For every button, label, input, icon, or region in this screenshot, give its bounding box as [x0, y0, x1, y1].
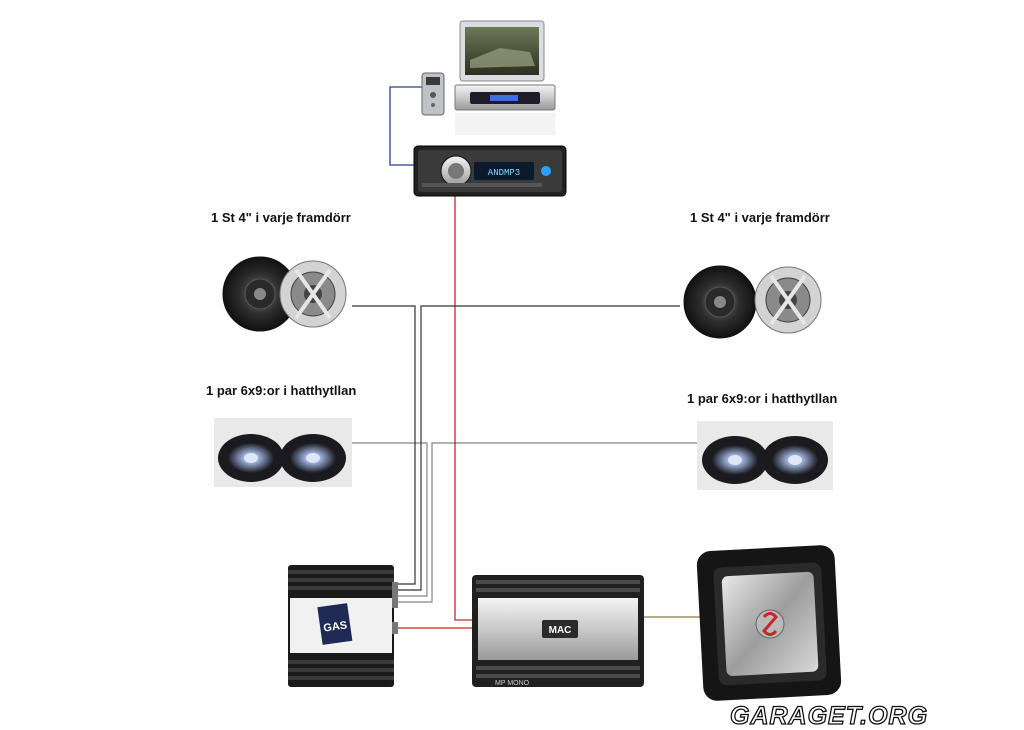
radio-display: ANDMP3	[488, 168, 520, 178]
wire-front-right	[395, 305, 680, 591]
front-right-speakers	[683, 265, 822, 339]
square-subwoofer	[696, 545, 842, 701]
wire-rear-left	[352, 442, 428, 597]
wire-rear-right	[395, 442, 697, 603]
label-front-right: 1 St 4" i varje framdörr	[690, 210, 830, 225]
gas-amplifier: GAS	[288, 565, 398, 687]
mac-amplifier-brand: MAC	[549, 625, 572, 636]
cd-receiver: ANDMP3	[413, 145, 567, 197]
garaget-watermark: GARAGET.ORG	[730, 702, 928, 730]
power-wire-head-unit	[454, 196, 478, 621]
label-front-left: 1 St 4" i varje framdörr	[211, 210, 351, 225]
front-left-speakers	[222, 256, 347, 332]
wires	[352, 86, 706, 629]
gas-amplifier-brand: GAS	[323, 619, 348, 634]
label-rear-left: 1 par 6x9:or i hatthytllan	[206, 383, 356, 398]
dvd-monitor-unit	[421, 20, 556, 135]
mac-mono-amplifier: MAC MP MONO	[472, 575, 644, 687]
remote-wire	[389, 86, 422, 166]
labels: 1 St 4" i varje framdörr 1 St 4" i varje…	[206, 210, 837, 406]
label-rear-right: 1 par 6x9:or i hatthytllan	[687, 391, 837, 406]
rear-right-6x9-speakers	[697, 421, 833, 490]
wire-front-left	[352, 305, 416, 585]
rear-left-6x9-speakers	[214, 418, 352, 487]
mac-amplifier-model: MP MONO	[495, 680, 530, 687]
